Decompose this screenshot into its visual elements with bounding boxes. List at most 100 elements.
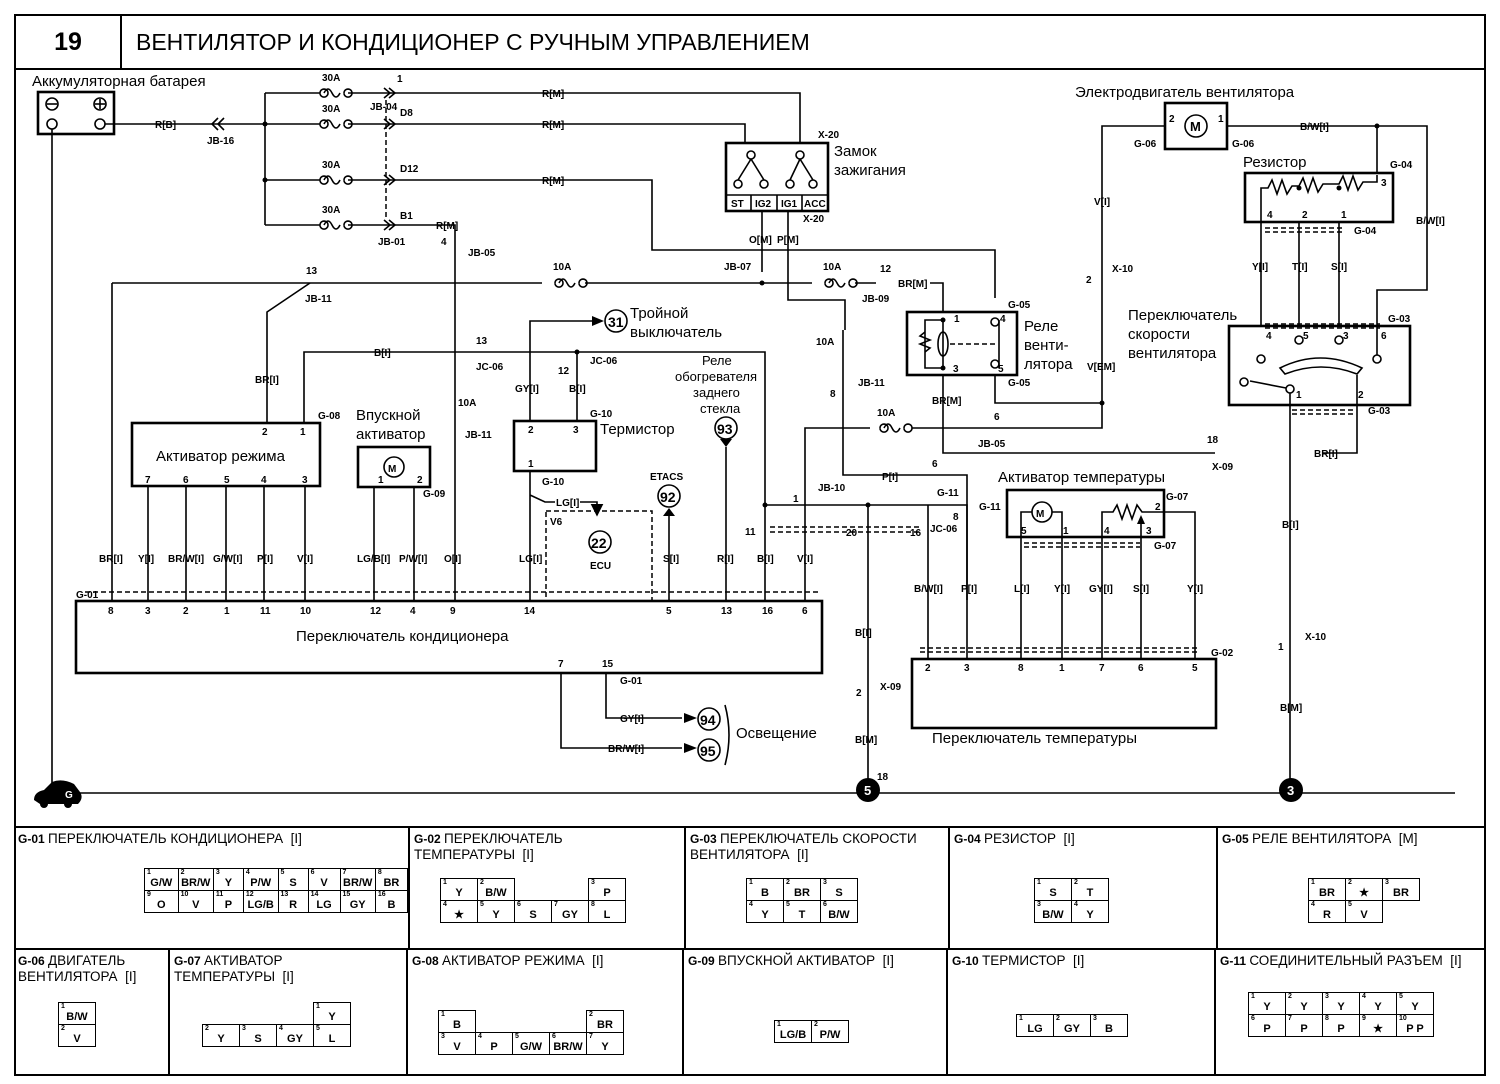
position-st: ST	[731, 199, 744, 210]
fuse-rating: 10A	[458, 398, 476, 409]
svg-text:1: 1	[1278, 642, 1284, 653]
svg-text:8: 8	[1018, 663, 1024, 674]
wire-label: BR[I]	[1314, 449, 1338, 460]
battery-label: Аккумуляторная батарея	[32, 73, 206, 90]
connector-label: G-09	[423, 489, 446, 500]
relay-label: венти-	[1024, 337, 1069, 354]
svg-text:12: 12	[880, 264, 892, 275]
pin-number: 14	[524, 606, 536, 617]
pin-label: D8	[400, 108, 413, 119]
intake-label: Впускной	[356, 407, 421, 424]
battery: Аккумуляторная батарея	[32, 73, 206, 136]
connector-label: G-05	[1008, 300, 1031, 311]
svg-text:6: 6	[183, 475, 189, 486]
connector-label: G-03	[1368, 406, 1391, 417]
panel-title: G-02 ПЕРЕКЛЮЧАТЕЛЬ ТЕМПЕРАТУРЫ [I]	[414, 831, 563, 862]
relay-label: Реле	[1024, 318, 1058, 335]
ref-31-triple-switch: 31 Тройной выключатель	[592, 305, 722, 341]
wiring-diagram: Аккумуляторная батарея R[B] JB-16 30A 30…	[32, 73, 1455, 808]
pin-number: 7	[558, 659, 564, 670]
svg-text:2: 2	[417, 475, 423, 486]
connector-pin	[203, 1003, 240, 1025]
connector-pin	[277, 1003, 314, 1025]
svg-text:1: 1	[1296, 390, 1302, 401]
svg-text:8: 8	[953, 512, 959, 523]
svg-text:4: 4	[1266, 331, 1272, 342]
wire-label: P[I]	[257, 554, 273, 565]
defog-label: стекла	[700, 401, 741, 416]
connector-pin: 2★	[1345, 878, 1383, 901]
battery-box	[36, 90, 116, 136]
wire-label: O[M]	[749, 235, 772, 246]
ac-switch-label: Переключатель кондиционера	[296, 628, 509, 645]
svg-text:2: 2	[1358, 390, 1364, 401]
svg-text:11: 11	[745, 527, 756, 538]
ignition-label: Замок	[834, 143, 877, 160]
connector-label: X-20	[818, 130, 840, 141]
triple-switch-label: Тройной	[630, 305, 688, 322]
position-acc: ACC	[804, 199, 826, 210]
svg-text:5: 5	[1021, 526, 1027, 537]
svg-text:8: 8	[830, 389, 836, 400]
connector-label: X-10	[1112, 264, 1134, 275]
ref-93-rear-defog: Реле обогревателя заднего стекла 93	[675, 353, 757, 447]
connector-pin	[240, 1003, 277, 1025]
svg-text:2: 2	[1302, 210, 1308, 221]
svg-text:4: 4	[1104, 526, 1110, 537]
connector-label: JB-05	[468, 248, 496, 259]
pin-number: 13	[721, 606, 733, 617]
battery-negative-icon	[45, 97, 59, 111]
speed-switch-label: вентилятора	[1128, 345, 1217, 362]
connector-pin: 9★	[1359, 1014, 1397, 1037]
connector-panel-g-03: G-03 ПЕРЕКЛЮЧАТЕЛЬ СКОРОСТИ ВЕНТИЛЯТОРА …	[686, 828, 950, 948]
connector-label: JB-05	[978, 439, 1006, 450]
panel-title: G-10 ТЕРМИСТОР [I]	[952, 953, 1085, 968]
panel-title: G-07 АКТИВАТОР ТЕМПЕРАТУРЫ [I]	[174, 953, 294, 984]
ground-number: 3	[1287, 783, 1294, 798]
connector-label: G-02	[1211, 648, 1234, 659]
svg-text:1: 1	[528, 459, 534, 470]
ac-switch-wire-labels: BR[I] Y[I] BR/W[I] G/W[I] P[I] V[I] LG/B…	[99, 554, 813, 565]
ground-point-3	[1279, 778, 1303, 802]
svg-text:3: 3	[953, 364, 959, 375]
defog-label: Реле	[702, 353, 732, 368]
panel-title: G-11 СОЕДИНИТЕЛЬНЫЙ РАЗЪЕМ [I]	[1220, 953, 1462, 968]
ref-number: 93	[717, 421, 733, 437]
ref-number: 92	[660, 489, 676, 505]
wire-label: BR[I]	[255, 375, 279, 386]
panel-title: G-05 РЕЛЕ ВЕНТИЛЯТОРА [M]	[1222, 831, 1418, 846]
ref-22	[588, 530, 612, 554]
resistor-label: Резистор	[1243, 154, 1307, 171]
motor-symbol: M	[1190, 119, 1201, 134]
connector-label: G-10	[542, 477, 565, 488]
